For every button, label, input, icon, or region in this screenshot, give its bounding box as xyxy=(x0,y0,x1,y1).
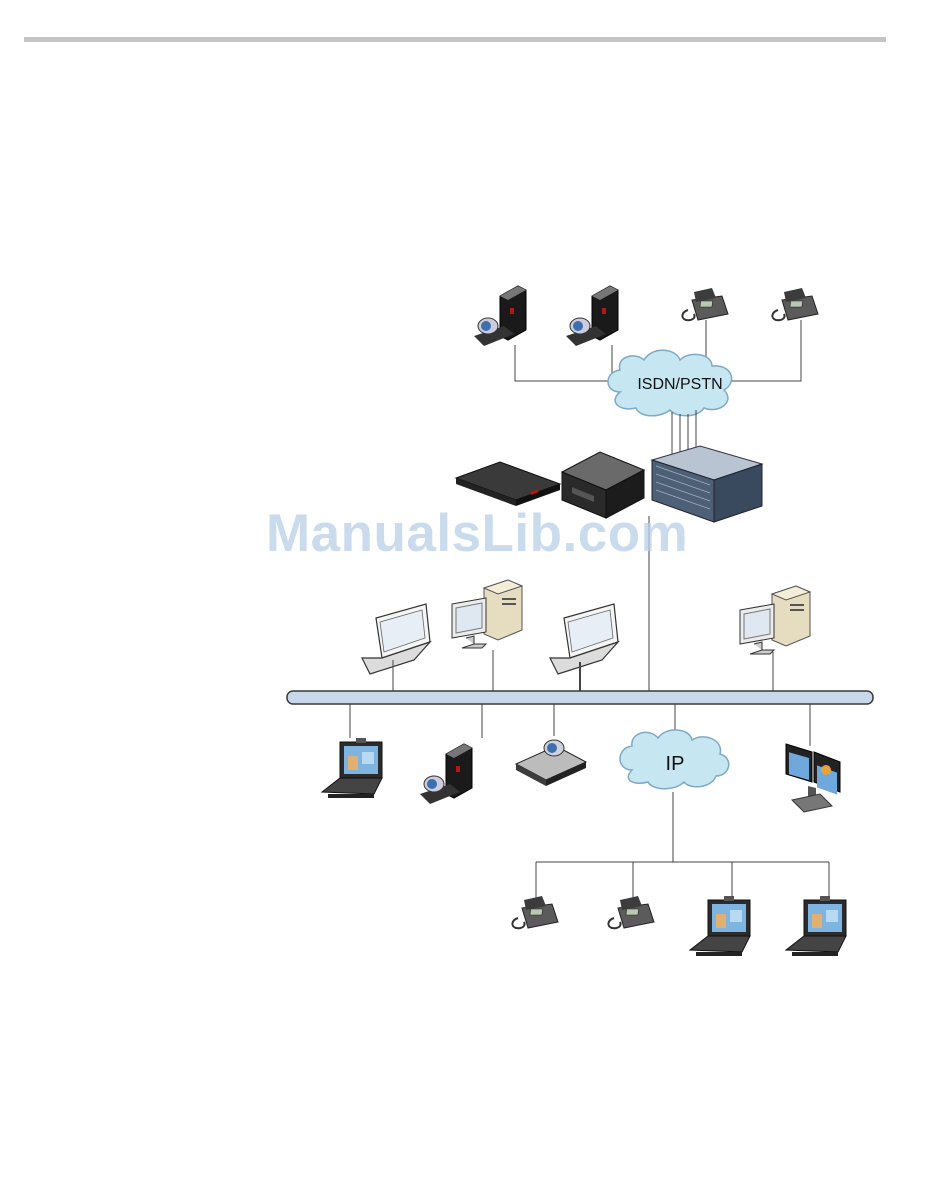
ip-distribution xyxy=(536,792,829,898)
laptop-icon xyxy=(550,604,618,674)
laptop-video-icon xyxy=(322,738,382,798)
desktop-pc-icon xyxy=(740,586,810,654)
lan-backbone xyxy=(287,691,873,704)
lower-lan-drops xyxy=(350,704,810,746)
rack-server-icon xyxy=(456,462,560,506)
video-endpoint-icon xyxy=(566,286,618,346)
video-endpoint-icon xyxy=(474,286,526,346)
isdn-pstn-label: ISDN/PSTN xyxy=(637,376,722,393)
isdn-pstn-cloud: ISDN/PSTN xyxy=(608,350,732,416)
telepresence-icon xyxy=(786,744,840,812)
desktop-pc-icon xyxy=(452,580,522,648)
desk-phone-icon xyxy=(512,896,558,928)
watermark: ManualsLib.com xyxy=(266,503,688,564)
ip-cloud: IP xyxy=(620,730,729,789)
desk-phone-icon xyxy=(682,288,728,320)
video-endpoint-icon xyxy=(420,744,472,804)
laptop-video-icon xyxy=(690,896,750,956)
desk-phone-icon xyxy=(608,896,654,928)
laptop-video-icon xyxy=(786,896,846,956)
desk-phone-icon xyxy=(772,288,818,320)
ip-label: IP xyxy=(666,753,685,775)
laptop-icon xyxy=(362,604,430,674)
camera-codec-icon xyxy=(516,740,586,786)
